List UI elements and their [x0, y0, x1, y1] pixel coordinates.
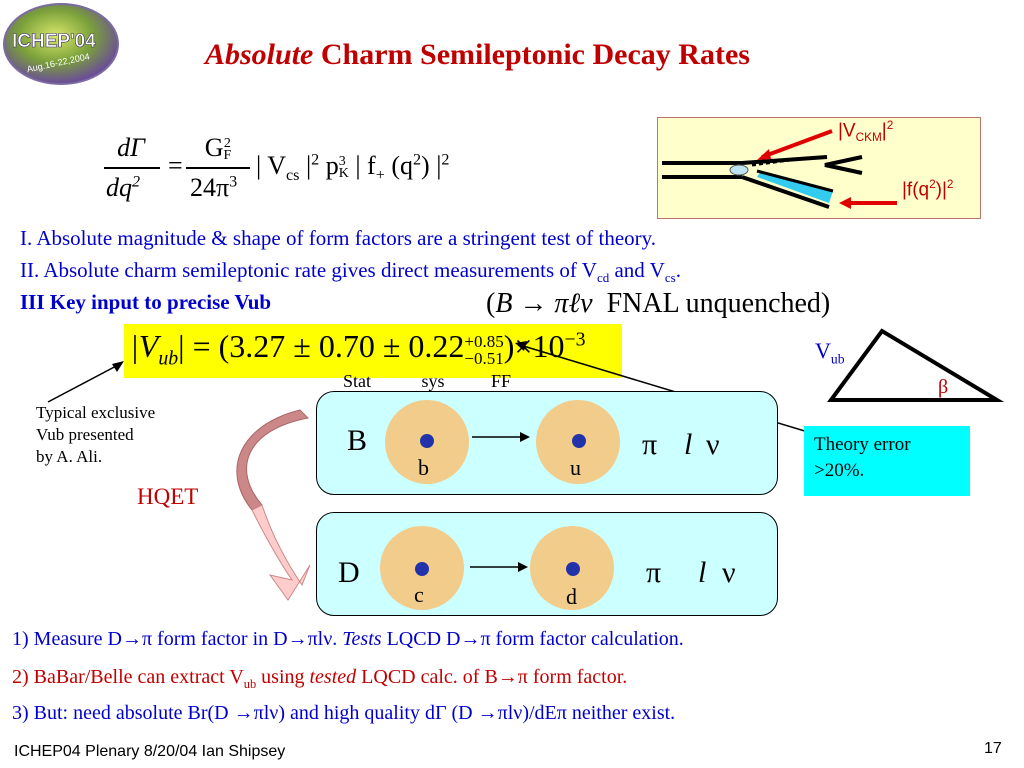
d-quark-label: d [566, 584, 577, 609]
svg-text:ICHEP'04: ICHEP'04 [12, 31, 96, 52]
b-nu-label: ν [706, 428, 720, 461]
ckm-diagram [662, 129, 897, 209]
c-quark-label: c [414, 582, 424, 607]
b-meson-label: B [347, 424, 368, 457]
hqet-label: HQET [137, 484, 199, 509]
b-arrow [472, 432, 530, 442]
ckm-label: |VCKM|2 [838, 119, 894, 145]
beta-label: β [938, 376, 949, 398]
d-meson-label: D [338, 556, 360, 589]
b-lepton-label: l [684, 428, 693, 461]
bottom-point-three: 3) But: need absolute Br(D →πlν) and hig… [12, 702, 676, 724]
b-quark-label: b [418, 455, 429, 480]
c-quark-dot [415, 562, 429, 576]
u-quark-dot [572, 434, 586, 448]
unitarity-triangle [827, 328, 1005, 402]
ichep04-logo: ICHEP'04 Aug.16-22,2004 [3, 3, 119, 85]
b-quark-dot [420, 434, 434, 448]
form-factor-label: |f(q2)|2 [902, 178, 954, 201]
point-three: III Key input to precise Vub [20, 290, 272, 314]
b-pi-label: π [642, 428, 658, 461]
d-nu-label: ν [722, 556, 736, 589]
point-two: II. Absolute charm semileptonic rate giv… [20, 258, 681, 286]
vub-equation: |Vub| = (3.27 ± 0.70 ± 0.22+0.85−0.51)×1… [130, 328, 586, 370]
d-lepton-label: l [698, 556, 707, 589]
bottom-point-one: 1) Measure D→π form factor in D→πlν. Tes… [12, 628, 684, 650]
fnal-note: (B → πℓν FNAL unquenched) [486, 288, 831, 319]
point-one: I. Absolute magnitude & shape of form fa… [20, 226, 657, 250]
footer-text: ICHEP04 Plenary 8/20/04 Ian Shipsey [14, 743, 286, 760]
triangle-vub-label: Vub [815, 338, 845, 367]
page-number: 17 [984, 740, 1002, 757]
u-quark-label: u [570, 455, 581, 480]
slide-title: Absolute Charm Semileptonic Decay Rates [205, 38, 750, 71]
d-arrow [470, 562, 528, 572]
theory-error-box: Theory error>20%. [804, 426, 970, 496]
d-pi-label: π [646, 556, 662, 589]
bottom-point-two: 2) BaBar/Belle can extract Vub using tes… [12, 666, 628, 691]
d-quark-dot [566, 562, 580, 576]
error-labels: Stat sys FF [343, 371, 512, 391]
